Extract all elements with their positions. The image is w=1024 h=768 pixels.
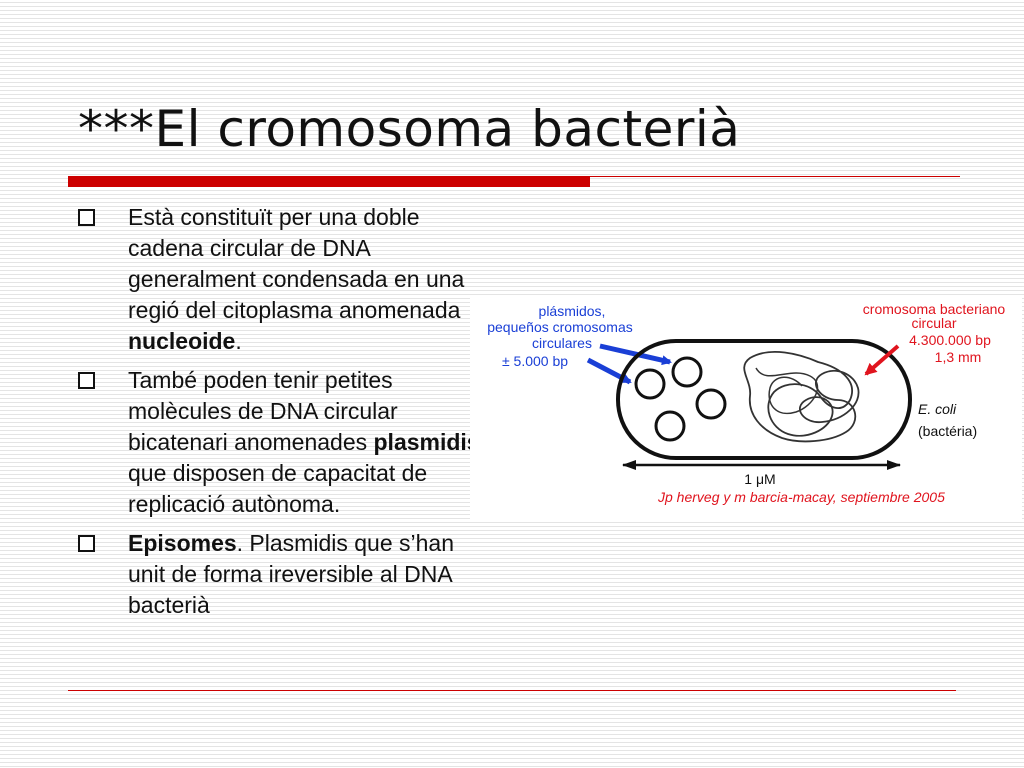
diagram-credit: Jp herveg y m barcia-macay, septiembre 2… xyxy=(657,489,945,505)
plasmid-circle xyxy=(695,388,727,420)
title-underline-thick xyxy=(68,176,590,187)
square-bullet-icon xyxy=(78,209,95,226)
chromosome-label: cromosoma bacteriano circular 4.300.000 … xyxy=(863,301,1006,365)
bullet-list: Està constituït per una doble cadena cir… xyxy=(76,202,496,629)
slide-title: ***El cromosoma bacterià xyxy=(78,100,741,158)
bullet-text: També poden tenir petites molècules de D… xyxy=(128,367,398,455)
bacterium-diagram-svg: plásmidos, pequeños cromosomas circulare… xyxy=(487,301,1006,505)
bullet-bold-term: plasmidis xyxy=(373,429,480,455)
bullet-text: . Plasmidis que s’han unit de forma irev… xyxy=(128,530,454,618)
plasmid-arrow xyxy=(599,343,672,366)
square-bullet-icon xyxy=(78,535,95,552)
bullet-text: . xyxy=(235,328,242,354)
chromosome-label-line: cromosoma bacteriano xyxy=(863,301,1006,317)
bullet-bold-term: nucleoide xyxy=(128,328,236,354)
title-underline-thin xyxy=(590,176,960,177)
plasmid-circle xyxy=(671,356,703,388)
plasmid-label: plásmidos, pequeños cromosomas circulare… xyxy=(487,303,633,369)
organism-name: E. coli xyxy=(918,401,957,417)
plasmid-label-line: pequeños cromosomas xyxy=(487,319,633,335)
chromosome-label-line: 1,3 mm xyxy=(935,349,982,365)
chromosome-arrow xyxy=(864,344,900,376)
bullet-bold-term: Episomes xyxy=(128,530,237,556)
chromosome-dna xyxy=(743,351,860,443)
chromosome-label-line: 4.300.000 bp xyxy=(909,332,991,348)
bullet-item: També poden tenir petites molècules de D… xyxy=(76,365,496,520)
plasmid-label-line: plásmidos, xyxy=(539,303,606,319)
plasmid-label-line: ± 5.000 bp xyxy=(502,353,568,369)
square-bullet-icon xyxy=(78,372,95,389)
bottom-divider xyxy=(68,690,956,691)
organism-type: (bactéria) xyxy=(918,423,977,439)
scale-label: 1 μM xyxy=(744,471,775,487)
cell-outline xyxy=(616,339,912,460)
bullet-item: Episomes. Plasmidis que s’han unit de fo… xyxy=(76,528,496,621)
bacterium-diagram: plásmidos, pequeños cromosomas circulare… xyxy=(470,296,1022,522)
chromosome-dna xyxy=(755,367,819,415)
bullet-text: Està constituït per una doble cadena cir… xyxy=(128,204,465,323)
chromosome-label-line: circular xyxy=(911,315,956,331)
plasmid-circle xyxy=(654,410,686,442)
bullet-text: , que disposen de capacitat de replicaci… xyxy=(128,429,486,517)
plasmid-circle xyxy=(634,368,666,400)
plasmid-label-line: circulares xyxy=(532,335,592,351)
bullet-item: Està constituït per una doble cadena cir… xyxy=(76,202,496,357)
